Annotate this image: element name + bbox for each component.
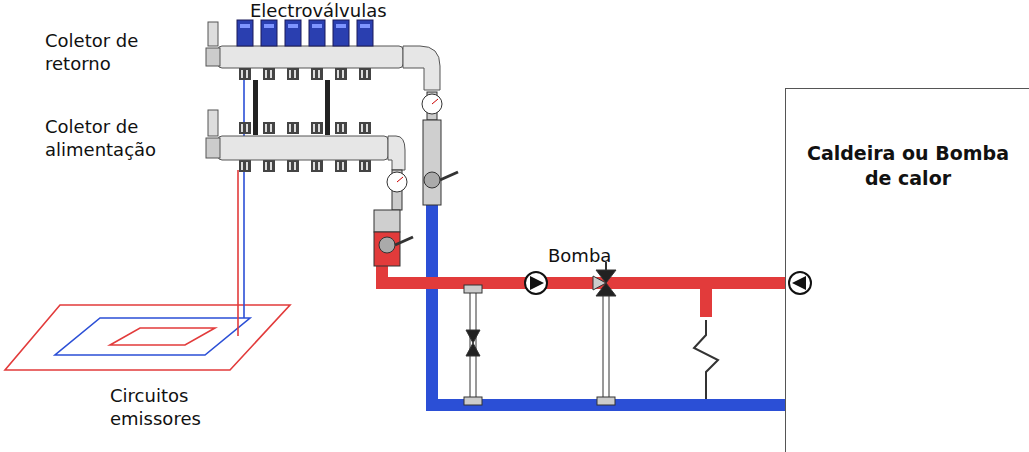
boiler-label: Caldeira ou Bomba de calor <box>796 141 1020 190</box>
return-pipe <box>426 205 786 411</box>
bypass-valve <box>464 285 482 405</box>
supply-pipe <box>376 265 786 340</box>
floor-circuits <box>5 80 290 370</box>
boiler-pump-symbol <box>789 272 811 294</box>
circuits-label: Circuitos emissores <box>110 385 240 430</box>
three-way-valve <box>593 262 616 405</box>
return-manifold-label: Coletor de retorno <box>45 30 195 75</box>
supply-manifold-label: Coletor de alimentação <box>45 116 200 161</box>
ball-valves <box>374 120 458 266</box>
pump-symbol <box>525 272 547 294</box>
boiler-box: Caldeira ou Bomba de calor <box>785 88 1029 452</box>
valves-label: Electroválvulas <box>250 0 450 23</box>
boiler-bypass <box>694 289 718 399</box>
pump-label: Bomba <box>548 245 638 268</box>
gauges <box>387 92 442 210</box>
supply-manifold <box>206 110 405 170</box>
